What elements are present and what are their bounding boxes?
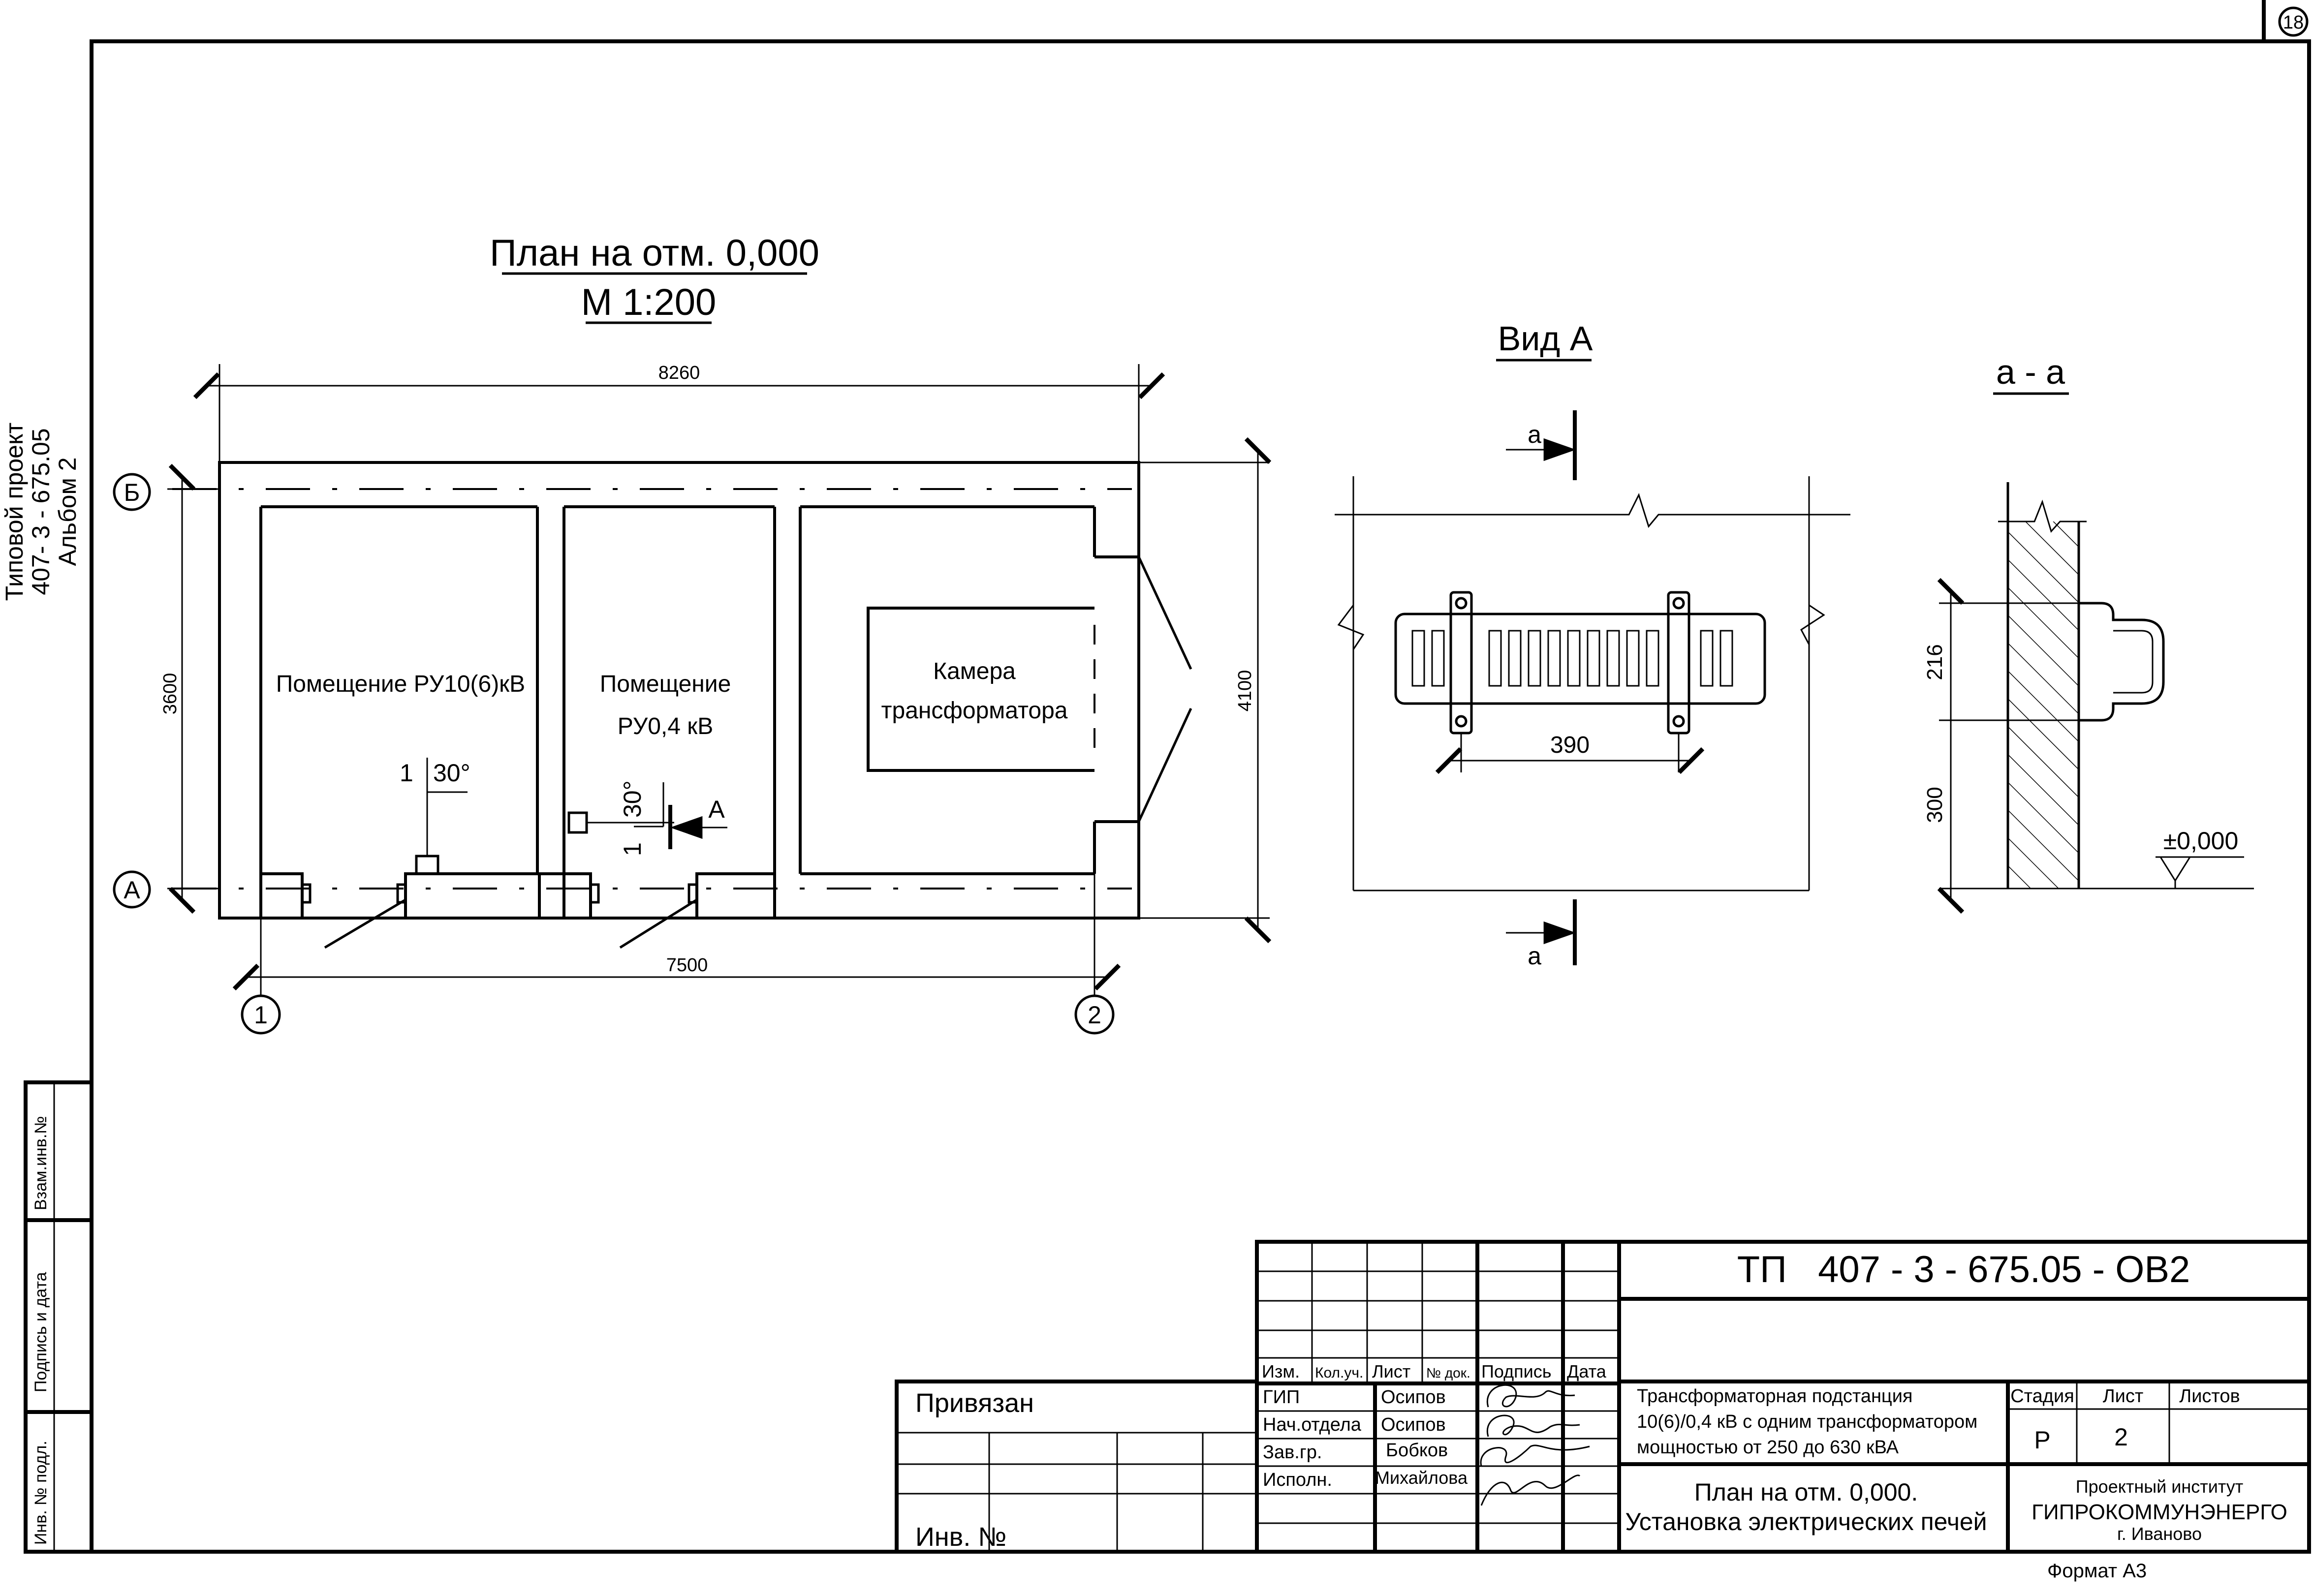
stage-value: Р xyxy=(2034,1426,2050,1454)
plan-scale: М 1:200 xyxy=(581,281,717,323)
margin-box-inv-podl: Инв. № подл. xyxy=(31,1441,50,1545)
section-aa: а - а 216 300 ±0,000 xyxy=(1923,353,2254,914)
org-line1: Проектный институт xyxy=(2076,1476,2243,1497)
section-a-top: а xyxy=(1528,421,1541,448)
hdr-list: Лист xyxy=(1372,1361,1410,1381)
axis-b: Б xyxy=(124,479,140,506)
heater-body xyxy=(1394,613,1766,705)
view-a-title: Вид А xyxy=(1498,319,1593,358)
name-1: Осипов xyxy=(1381,1414,1446,1435)
left-margin-boxes: Взам.инв.№ Подпись и дата Инв. № подл. xyxy=(24,1080,94,1554)
object-line2: 10(6)/0,4 кВ с одним трансформатором xyxy=(1637,1412,1977,1432)
hdr-kol: Кол.уч. xyxy=(1315,1365,1363,1381)
dim-8260: 8260 xyxy=(658,363,700,383)
level-mark: ±0,000 xyxy=(2163,827,2239,855)
section-aa-title: а - а xyxy=(1996,353,2065,391)
hdr-date: Дата xyxy=(1567,1361,1607,1381)
margin-box-podpis-data: Подпись и дата xyxy=(31,1272,50,1392)
heater-slots xyxy=(1411,630,1733,687)
plan-view: План на отм. 0,000 М 1:200 xyxy=(113,232,1272,1035)
sheet-frame xyxy=(90,39,2311,1554)
org-line3: г. Иваново xyxy=(2117,1524,2202,1544)
role-0: ГИП xyxy=(1263,1387,1300,1408)
axis-2: 2 xyxy=(1088,1001,1101,1029)
role-3: Исполн. xyxy=(1263,1470,1332,1490)
side-stamp-line1: Типовой проект xyxy=(0,423,28,601)
list-value: 2 xyxy=(2114,1423,2128,1451)
hdr-doc: № док. xyxy=(1426,1365,1470,1381)
slope2-angle: 30° xyxy=(619,780,646,818)
view-a-mark: А xyxy=(708,796,725,823)
sheet-number-circle xyxy=(2278,6,2309,37)
lists-label: Листов xyxy=(2179,1386,2240,1407)
role-2: Зав.гр. xyxy=(1263,1442,1322,1463)
margin-box-vzam-inv: Взам.инв.№ xyxy=(31,1116,50,1210)
dim-390: 390 xyxy=(1550,732,1590,758)
heater-section-profile xyxy=(2079,602,2165,722)
name-2: Бобков xyxy=(1386,1440,1448,1461)
dim-300: 300 xyxy=(1923,787,1947,823)
sheet-number: 18 xyxy=(2283,12,2304,33)
sheet-title-line1: План на отм. 0,000. xyxy=(1694,1478,1918,1506)
slope1-angle: 30° xyxy=(433,759,470,787)
building-outline xyxy=(218,461,1140,920)
dim-216: 216 xyxy=(1923,644,1947,680)
dim-7500: 7500 xyxy=(666,955,708,976)
view-a: Вид А а а xyxy=(1335,319,1850,970)
side-stamp-line2: 407- 3 - 675.05 xyxy=(27,428,55,595)
room-transformer-line2: трансформатора xyxy=(881,698,1068,724)
list-label: Лист xyxy=(2103,1386,2144,1407)
room-transformer-line1: Камера xyxy=(933,658,1016,684)
hdr-izm: Изм. xyxy=(1262,1361,1300,1381)
slope1-num: 1 xyxy=(400,759,413,787)
plan-title: План на отм. 0,000 xyxy=(490,232,819,274)
room-ru10: Помещение РУ10(6)кВ xyxy=(276,671,525,697)
stage-label: Стадия xyxy=(2010,1386,2074,1407)
sheet-title-line2: Установка электрических печей xyxy=(1625,1508,1987,1535)
object-line1: Трансформаторная подстанция xyxy=(1637,1386,1913,1407)
privyazan-label: Привязан xyxy=(915,1388,1034,1418)
room-ru04-line2: РУ0,4 кВ xyxy=(618,713,714,739)
room-ru04-line1: Помещение xyxy=(600,671,731,697)
inv-no-label: Инв. № xyxy=(915,1522,1006,1552)
side-stamp: Типовой проект 407- 3 - 675.05 Альбом 2 xyxy=(0,423,81,601)
section-a-bottom: а xyxy=(1528,942,1541,970)
hdr-sign: Подпись xyxy=(1481,1361,1551,1381)
dim-4100: 4100 xyxy=(1235,670,1255,712)
dim-3600: 3600 xyxy=(160,673,181,715)
axis-1: 1 xyxy=(254,1001,268,1029)
name-0: Осипов xyxy=(1381,1387,1446,1408)
side-stamp-line3: Альбом 2 xyxy=(54,457,81,566)
object-line3: мощностью от 250 до 630 кВА xyxy=(1637,1437,1899,1458)
axis-a: А xyxy=(124,876,140,904)
doc-code: ТП 407 - 3 - 675.05 - ОВ2 xyxy=(1737,1249,2190,1290)
title-block: Привязан Инв. № Изм. Кол.уч. Лист № док.… xyxy=(895,1240,2311,1582)
format-label: Формат А3 xyxy=(2047,1560,2147,1582)
signatures xyxy=(1480,1384,1590,1506)
slope2-num: 1 xyxy=(619,842,646,856)
role-1: Нач.отдела xyxy=(1263,1414,1362,1435)
org-line2: ГИПРОКОММУНЭНЕРГО xyxy=(2032,1500,2287,1524)
name-3: Михайлова xyxy=(1375,1468,1468,1488)
